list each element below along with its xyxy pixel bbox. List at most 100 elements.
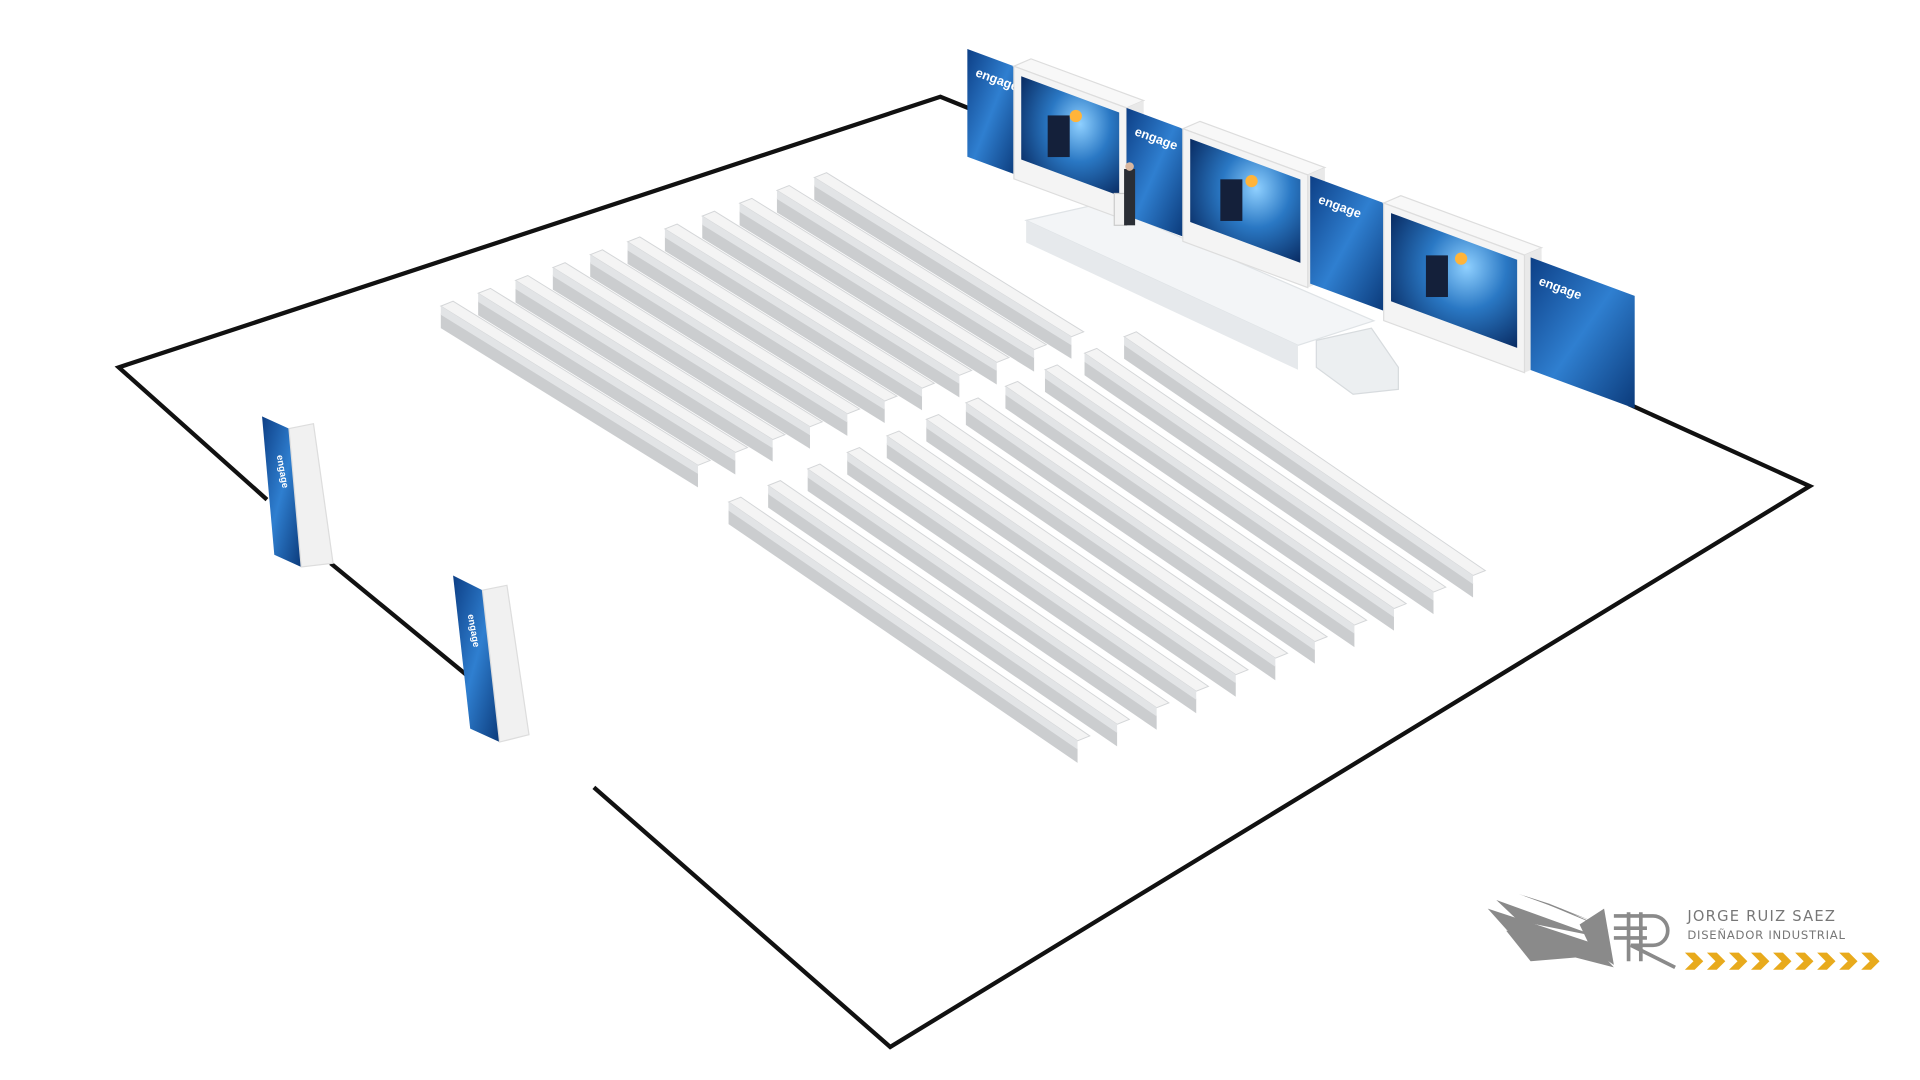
table-front [515,280,773,449]
chair-row [1005,393,1355,648]
table-front [807,468,1157,717]
back-block-row [663,223,936,411]
table-top [477,287,749,453]
chevron-icon [1861,952,1880,970]
logo-title: DISEÑADOR INDUSTRIAL [1687,927,1845,942]
back-block-row [701,210,973,398]
designer-logo: JORGE RUIZ SAEZ DISEÑADOR INDUSTRIAL [1487,893,1880,970]
brand-banner: engage [1310,175,1384,311]
table-front [926,419,1276,667]
totem-1: engage [262,416,334,568]
table-top [846,446,1210,692]
back-block-row [551,262,824,449]
screen-image [1190,138,1301,263]
table-top [626,236,899,402]
table-front [814,177,1072,346]
chair-row [627,249,885,424]
chair-row [814,184,1072,359]
chair-row [847,459,1197,714]
screen-figure [1425,255,1448,298]
chevron-icon [1751,952,1770,970]
seating-area [439,172,1487,763]
front-block-row [964,397,1329,664]
table-front [1084,353,1434,601]
stage-platform-front [1026,220,1298,370]
chair-row [515,287,773,462]
chevron-icon [1706,952,1726,970]
chair-row [702,223,960,398]
speaker-head [1125,162,1134,171]
table-front [886,435,1236,684]
chevron-stripe-icon [1684,952,1880,970]
chair-row [926,426,1276,681]
table-front [627,241,885,410]
chair-row [1084,360,1434,615]
chair-row [965,410,1315,664]
table-top [701,210,973,376]
backdrop-panels: engage engage engage engage [967,48,1635,409]
table-top [439,300,712,466]
chevron-icon [1795,952,1814,970]
table-top [514,274,786,441]
table-front [702,216,960,384]
wall-line-left [329,561,470,678]
brand-banner: engage [1530,257,1635,409]
brand-banner: engage [1126,107,1183,237]
front-block-row [925,413,1289,681]
screen-image [1391,213,1518,348]
stage-steps [1315,327,1399,395]
screen-image [1021,76,1120,196]
glow-icon [1245,174,1258,188]
back-block-row [738,197,1011,385]
front-block-row [1083,347,1447,615]
table-front [847,452,1197,700]
glow-icon [1455,252,1468,265]
brand-banner: engage [967,48,1021,175]
logo-name: JORGE RUIZ SAEZ [1686,908,1836,925]
glow-icon [1069,109,1082,123]
chair-row [590,262,848,436]
table-front [965,402,1315,651]
chair-row [664,236,923,411]
monogram-icon [1613,912,1676,969]
table-front [590,254,848,423]
back-block-row [439,300,712,488]
stage: engage engage engage engage [967,48,1635,409]
table-front [664,228,923,397]
table-top [775,184,1048,351]
speaker-figure [1124,168,1136,226]
back-block-row [514,274,786,462]
table-top [964,397,1329,643]
back-block-row [589,249,861,436]
front-block-row [727,496,1091,763]
chevron-icon [1773,952,1792,970]
front-block-row [1043,364,1408,631]
video-screen [1382,195,1544,374]
back-block-row [813,172,1085,359]
table-top [589,249,861,415]
chair-row [552,274,810,449]
wall-line-back [114,94,981,502]
back-block-row [477,287,749,475]
table-front [739,203,997,372]
front-block-row [767,480,1131,747]
chevron-icon [1728,952,1748,970]
table-front [1044,369,1394,618]
table-front [552,267,810,436]
front-block-row [1004,380,1368,648]
table-front [440,306,698,474]
table-front [1005,386,1355,634]
wing-icon [1487,893,1614,968]
back-block-row [626,236,899,424]
floor-outline [114,94,1815,1050]
chair-row [768,492,1118,747]
screen-figure [1220,179,1243,221]
table-front [1124,336,1474,585]
chevron-icon [1817,952,1836,970]
chair-row [440,313,698,488]
front-block-row [846,446,1210,714]
chair-row [886,443,1236,697]
chevron-icon [1839,952,1858,970]
chevron-icon [1684,952,1704,970]
